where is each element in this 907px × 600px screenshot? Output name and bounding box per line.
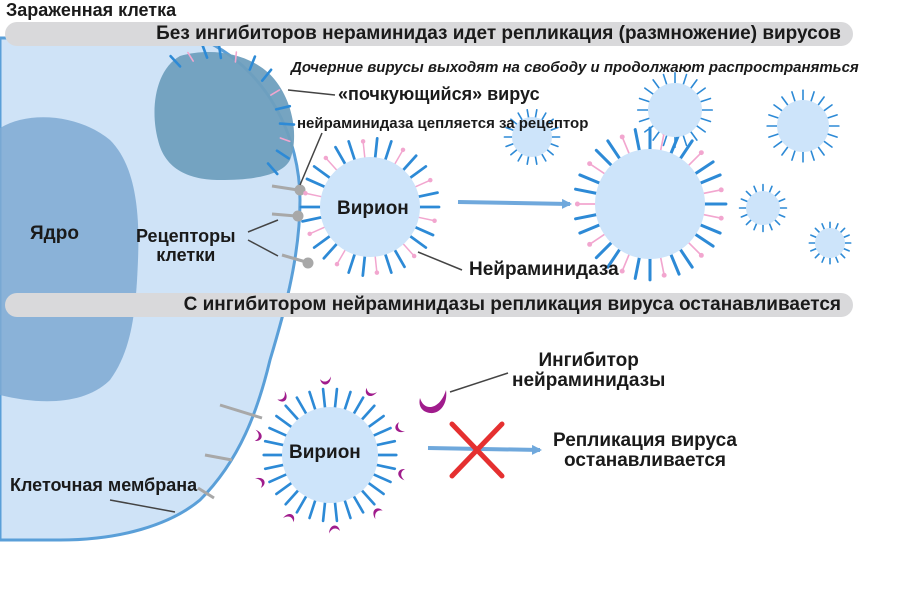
neuraminidase-label: Нейраминидаза xyxy=(469,259,619,280)
inhibitor-label-line1: Ингибитор xyxy=(538,350,639,371)
cell-receptors-bottom xyxy=(197,403,263,500)
banner-without-inhibitor: Без ингибиторов нераминидаз идет реплика… xyxy=(5,22,853,46)
virion-top xyxy=(299,137,441,277)
released-virus-large xyxy=(574,126,728,282)
inhibitor-label: Ингибитор нейраминидазы xyxy=(512,351,665,391)
viruses-layer xyxy=(254,71,852,534)
budding-virus-label: «почкующийся» вирус xyxy=(338,84,540,104)
daughter-virus-4 xyxy=(738,183,788,233)
replication-stops-line2: останавливается xyxy=(563,449,727,471)
daughter-virus-3 xyxy=(503,109,561,165)
daughter-virus-2 xyxy=(766,89,840,163)
pointer-lines xyxy=(109,89,509,513)
replication-arrow xyxy=(457,198,572,209)
inhibitor-legend-icon xyxy=(419,390,447,414)
budding-virus-spikes xyxy=(169,42,296,176)
inhibitor-label-line2: нейраминидазы xyxy=(512,369,666,391)
budding-virus-body xyxy=(154,51,295,180)
receptors-label: Рецепторы клетки xyxy=(136,227,235,265)
banner-with-inhibitor: С ингибитором нейраминидазы репликация в… xyxy=(5,293,853,317)
daughter-viruses-label: Дочерние вирусы выходят на свободу и про… xyxy=(291,59,859,76)
stop-cross-icon xyxy=(449,421,505,479)
virion-bottom-inhibited xyxy=(254,376,406,534)
replication-stops-line1: Репликация вируса xyxy=(553,430,737,451)
daughter-virus-5 xyxy=(808,221,852,265)
cell-receptors-top xyxy=(271,184,314,269)
blocked-replication-arrow xyxy=(427,444,542,455)
diagram-title: Зараженная клетка xyxy=(6,0,177,20)
nucleus-label: Ядро xyxy=(30,223,79,244)
virion-label-top: Вирион xyxy=(337,198,409,219)
membrane-label: Клеточная мембрана xyxy=(10,475,198,495)
neuraminidase-binds-label: нейраминидаза цепляется за рецептор xyxy=(297,115,589,132)
nucleus xyxy=(0,117,139,402)
replication-stops-label: Репликация вируса останавливается xyxy=(553,431,737,471)
daughter-virus-1 xyxy=(636,71,714,149)
receptors-label-line1: Рецепторы xyxy=(136,226,236,246)
virion-label-bottom: Вирион xyxy=(289,442,361,463)
receptors-label-line2: клетки xyxy=(156,244,216,265)
